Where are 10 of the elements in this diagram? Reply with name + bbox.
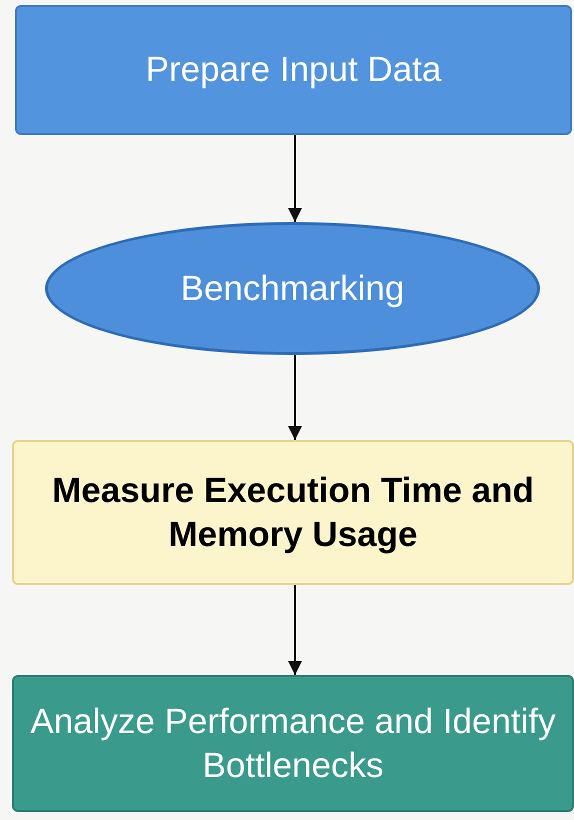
arrow bbox=[288, 135, 302, 222]
arrow bbox=[288, 355, 302, 440]
process-box bbox=[12, 440, 574, 585]
process-box bbox=[12, 675, 574, 812]
arrow bbox=[288, 585, 302, 675]
node-label: Measure Execution Time and Memory Usage bbox=[51, 470, 535, 556]
node-label: Analyze Performance and Identify Bottlenecks bbox=[30, 700, 556, 786]
node-label: Prepare Input Data bbox=[146, 49, 442, 92]
process-box bbox=[15, 5, 572, 135]
node-label: Benchmarking bbox=[180, 268, 404, 310]
